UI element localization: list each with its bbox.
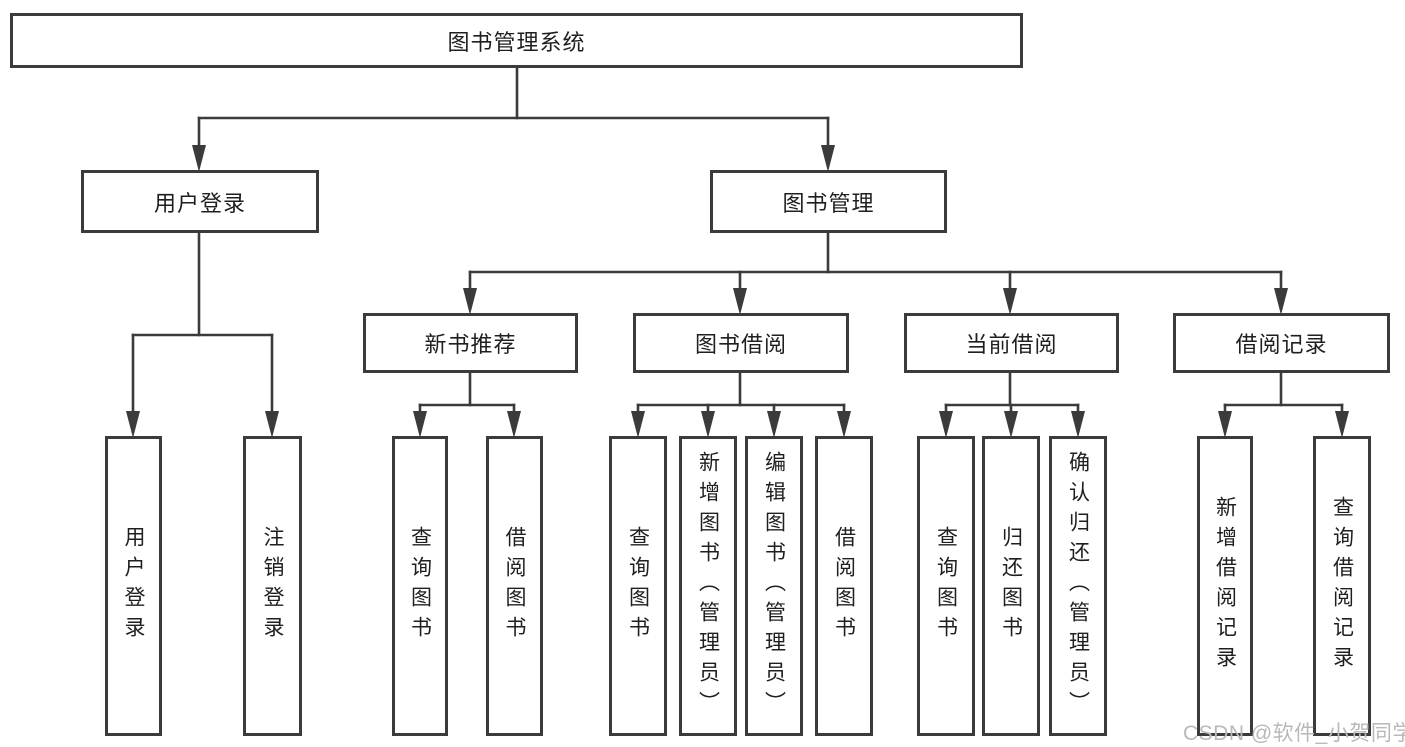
leaf-borrow-query-books: 查询图书 xyxy=(609,436,667,736)
leaf-recommend-query-books: 查询图书 xyxy=(392,436,448,736)
leaf-current-return-books-label: 归还图书 xyxy=(999,526,1023,646)
leaf-borrow-add-books-admin: 新增图书（管理员） xyxy=(679,436,737,736)
leaf-borrow-borrow-books-label: 借阅图书 xyxy=(832,526,856,646)
leaf-logout-label: 注销登录 xyxy=(261,526,284,646)
leaf-recommend-borrow-books-label: 借阅图书 xyxy=(503,526,526,646)
node-current-borrow-label: 当前借阅 xyxy=(965,332,1058,357)
leaf-records-add-record-label: 新增借阅记录 xyxy=(1213,496,1237,676)
leaf-current-return-books: 归还图书 xyxy=(982,436,1040,736)
node-user-login: 用户登录 xyxy=(81,170,319,233)
leaf-current-query-books-label: 查询图书 xyxy=(934,526,958,646)
node-book-borrow-label: 图书借阅 xyxy=(694,332,787,357)
leaf-borrow-edit-books-admin-label: 编辑图书（管理员） xyxy=(762,451,786,721)
leaf-current-confirm-return-admin: 确认归还（管理员） xyxy=(1049,436,1107,736)
leaf-records-query-record-label: 查询借阅记录 xyxy=(1330,496,1354,676)
node-borrow-records: 借阅记录 xyxy=(1173,313,1390,373)
leaf-borrow-add-books-admin-label: 新增图书（管理员） xyxy=(696,451,720,721)
csdn-watermark: CSDN @软件_小贺同学 xyxy=(1183,722,1405,745)
node-new-book-recommend: 新书推荐 xyxy=(363,313,578,373)
leaf-borrow-borrow-books: 借阅图书 xyxy=(815,436,873,736)
node-current-borrow: 当前借阅 xyxy=(904,313,1119,373)
leaf-borrow-edit-books-admin: 编辑图书（管理员） xyxy=(745,436,803,736)
leaf-records-add-record: 新增借阅记录 xyxy=(1197,436,1253,736)
node-borrow-records-label: 借阅记录 xyxy=(1235,332,1328,357)
leaf-logout: 注销登录 xyxy=(243,436,302,736)
leaf-current-confirm-return-admin-label: 确认归还（管理员） xyxy=(1066,451,1090,721)
node-book-management-label: 图书管理 xyxy=(782,190,875,216)
leaf-current-query-books: 查询图书 xyxy=(917,436,975,736)
leaf-recommend-borrow-books: 借阅图书 xyxy=(486,436,543,736)
node-root-label: 图书管理系统 xyxy=(447,29,586,55)
leaf-recommend-query-books-label: 查询图书 xyxy=(408,526,432,646)
node-user-login-label: 用户登录 xyxy=(153,190,246,216)
leaf-records-query-record: 查询借阅记录 xyxy=(1313,436,1371,736)
leaf-borrow-query-books-label: 查询图书 xyxy=(626,526,650,646)
leaf-user-login-label: 用户登录 xyxy=(122,526,145,646)
node-book-borrow: 图书借阅 xyxy=(633,313,849,373)
node-root: 图书管理系统 xyxy=(10,13,1023,68)
node-new-book-recommend-label: 新书推荐 xyxy=(424,332,517,357)
node-book-management: 图书管理 xyxy=(710,170,947,233)
leaf-user-login: 用户登录 xyxy=(105,436,162,736)
